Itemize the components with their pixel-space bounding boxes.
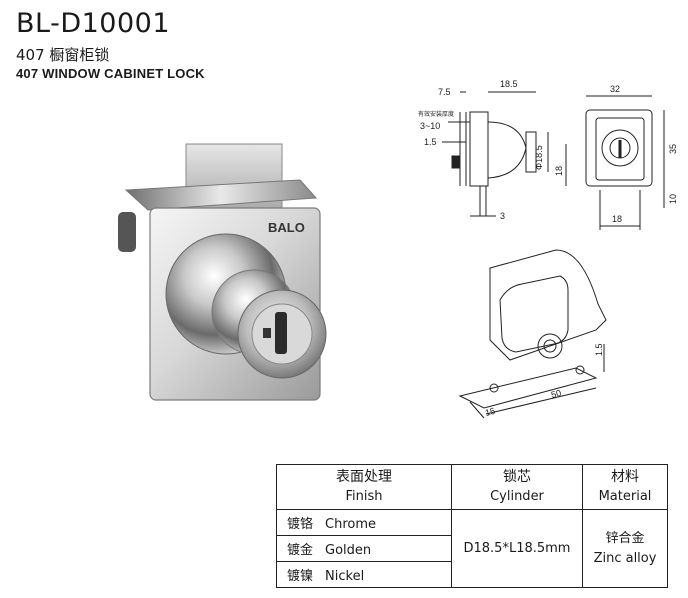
- keyway: [275, 312, 287, 354]
- dim-18-5: 18.5: [500, 79, 518, 89]
- knob-neck: [211, 269, 297, 355]
- dim-15: 15: [484, 406, 496, 418]
- product-title-cn: 407 橱窗柜锁: [16, 46, 110, 64]
- dim-1-5-iso: 1.5: [594, 343, 604, 356]
- side-view: [442, 91, 567, 217]
- install-thickness-note: 有效安装厚度: [418, 110, 454, 118]
- spec-header-row: 表面处理 Finish 锁芯 Cylinder 材料 Material: [276, 464, 668, 510]
- product-title-en: 407 WINDOW CABINET LOCK: [16, 66, 205, 81]
- cylinder-value: D18.5*L18.5mm: [451, 509, 583, 588]
- side-plate: [124, 179, 318, 211]
- cylinder-inner: [251, 303, 313, 365]
- dim-50: 50: [550, 388, 562, 400]
- dim-7-5: 7.5: [438, 87, 451, 97]
- cylinder-header: 锁芯 Cylinder: [451, 464, 583, 510]
- bolt-plate: [185, 143, 283, 213]
- isometric-view: [458, 249, 607, 419]
- lock-body: [149, 207, 321, 401]
- dim-3-10: 3~10: [420, 121, 440, 131]
- material-value: 锌合金 Zinc alloy: [582, 509, 668, 588]
- dim-35: 35: [668, 144, 678, 154]
- product-model: BL-D10001: [16, 8, 171, 39]
- knob-base: [165, 233, 287, 355]
- dim-18-front: 18: [612, 214, 622, 224]
- dim-phi-18-5: Φ18.5: [534, 145, 544, 170]
- cylinder-face: [237, 289, 327, 379]
- finish-header: 表面处理 Finish: [276, 464, 452, 510]
- dim-10: 10: [668, 194, 678, 204]
- front-view: [585, 95, 665, 230]
- dim-18-side: 18: [554, 166, 564, 176]
- dim-1-5-side: 1.5: [424, 137, 437, 147]
- dim-32: 32: [610, 84, 620, 94]
- brand-label: BALO: [268, 220, 305, 235]
- material-header: 材料 Material: [582, 464, 668, 510]
- back-screw: [118, 212, 136, 252]
- key-pin: [263, 328, 271, 338]
- lock-photo: BALO: [118, 143, 327, 401]
- dim-3: 3: [500, 211, 505, 221]
